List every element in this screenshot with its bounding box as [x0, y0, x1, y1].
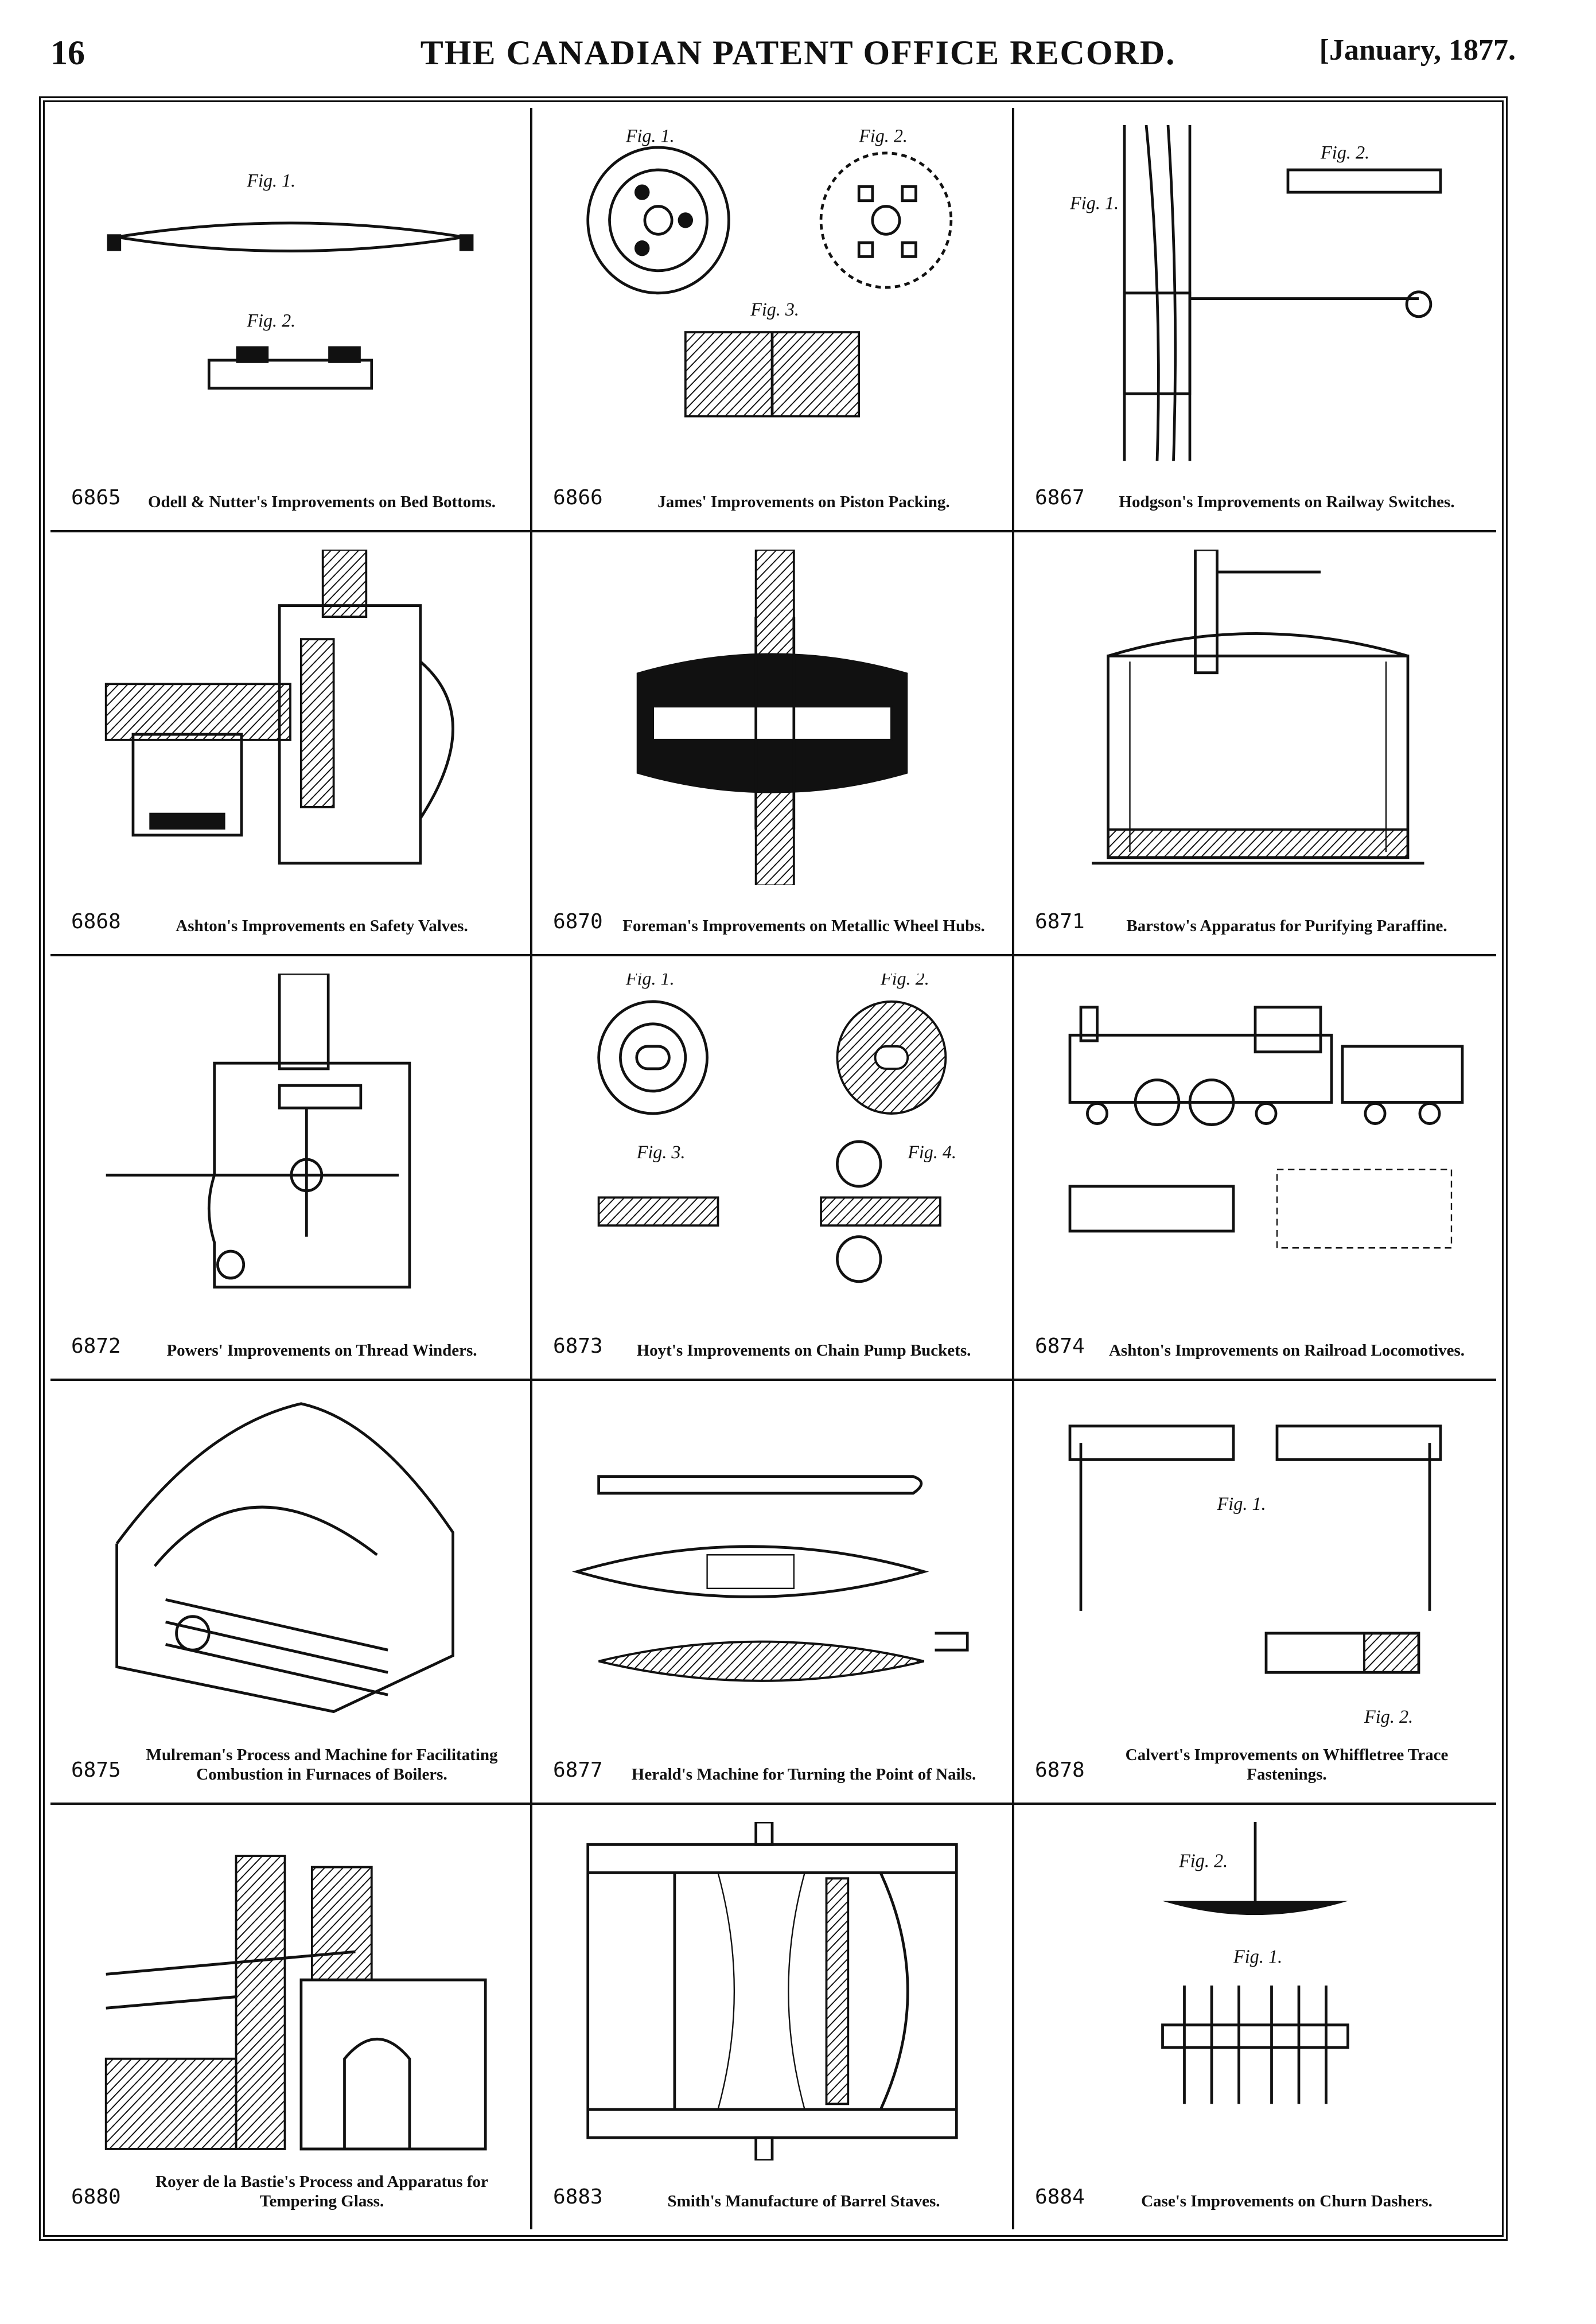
nail-machine-drawing: [555, 1398, 989, 1734]
patent-caption: 6877 Herald's Machine for Turning the Po…: [550, 1735, 995, 1790]
patent-caption: 6880 Royer de la Bastie's Process and Ap…: [68, 2162, 513, 2217]
patent-cell-6868: 6868 Ashton's Improvements en Safety Val…: [50, 532, 532, 957]
patent-title: Mulreman's Process and Machine for Facil…: [146, 1746, 498, 1784]
patent-cell-6875: 6875 Mulreman's Process and Machine for …: [50, 1380, 532, 1805]
patent-caption: 6870 Foreman's Improvements on Metallic …: [550, 886, 995, 941]
patent-cell-6877: 6877 Herald's Machine for Turning the Po…: [532, 1380, 1014, 1805]
patent-title: Ashton's Improvements on Railroad Locomo…: [1108, 1341, 1465, 1360]
patent-cell-6866: Fig. 1. Fig. 2. Fig. 3. 6866 James' Impr…: [532, 108, 1014, 532]
patent-number: 6877: [553, 1758, 603, 1782]
patent-number: 6873: [553, 1334, 603, 1358]
patent-cell-6880: 6880 Royer de la Bastie's Process and Ap…: [50, 1805, 532, 2229]
patent-number: 6870: [553, 910, 603, 934]
patent-caption: 6884 Case's Improvements on Churn Dasher…: [1031, 2162, 1479, 2217]
fig-label: Fig. 2.: [1320, 142, 1369, 163]
patent-number: 6880: [71, 2185, 121, 2209]
patent-plate-frame: Fig. 1. Fig. 2. 6865 Odell & Nutter's Im…: [39, 96, 1508, 2241]
patent-number: 6867: [1035, 485, 1085, 509]
fig-label: Fig. 1.: [246, 170, 295, 192]
patent-cell-6865: Fig. 1. Fig. 2. 6865 Odell & Nutter's Im…: [50, 108, 532, 532]
patent-cell-6883: 6883 Smith's Manufacture of Barrel Stave…: [532, 1805, 1014, 2229]
patent-caption: 6874 Ashton's Improvements on Railroad L…: [1031, 1311, 1479, 1366]
patent-title: Case's Improvements on Churn Dashers.: [1141, 2191, 1432, 2210]
paraffine-apparatus-drawing: [1037, 548, 1473, 886]
piston-packing-drawing: Fig. 1. Fig. 2. Fig. 3.: [555, 125, 989, 461]
patent-cell-6873: Fig. 1. Fig. 2. Fig. 3. Fig. 4. 6873: [532, 956, 1014, 1381]
patent-title: James' Improvements on Piston Packing.: [657, 492, 950, 511]
fig-label: Fig. 3.: [750, 299, 799, 320]
patent-title: Herald's Machine for Turning the Point o…: [631, 1765, 976, 1784]
patent-number: 6865: [71, 485, 121, 509]
patent-title: Royer de la Bastie's Process and Apparat…: [155, 2172, 488, 2210]
patent-caption: 6866 James' Improvements on Piston Packi…: [550, 462, 995, 517]
patent-cell-6872: 6872 Powers' Improvements on Thread Wind…: [50, 956, 532, 1381]
thread-winder-drawing: [73, 972, 507, 1310]
fig-label: Fig. 3.: [636, 1142, 686, 1163]
patent-caption: 6865 Odell & Nutter's Improvements on Be…: [68, 462, 513, 517]
page-number: 16: [50, 34, 85, 72]
fig-label: Fig. 1.: [1069, 193, 1119, 213]
patent-cell-6871: 6871 Barstow's Apparatus for Purifying P…: [1014, 532, 1496, 957]
patent-caption: 6868 Ashton's Improvements en Safety Val…: [68, 886, 513, 941]
glass-tempering-drawing: [73, 1822, 507, 2160]
fig-label: Fig. 2.: [858, 126, 908, 147]
fig-label: Fig. 2.: [880, 974, 929, 990]
patent-title: Hoyt's Improvements on Chain Pump Bucket…: [636, 1341, 971, 1360]
patent-number: 6872: [71, 1334, 121, 1358]
patent-cell-6870: 6870 Foreman's Improvements on Metallic …: [532, 532, 1014, 957]
patent-caption: 6867 Hodgson's Improvements on Railway S…: [1031, 462, 1479, 517]
patent-number: 6871: [1035, 910, 1085, 934]
patent-caption: 6871 Barstow's Apparatus for Purifying P…: [1031, 886, 1479, 941]
fig-label: Fig. 1.: [1217, 1494, 1266, 1515]
patent-title: Calvert's Improvements on Whiffletree Tr…: [1125, 1746, 1449, 1784]
patent-caption: 6872 Powers' Improvements on Thread Wind…: [68, 1311, 513, 1366]
furnace-drawing: [73, 1398, 507, 1734]
patent-cell-6878: Fig. 1. Fig. 2. 6878 Calvert's Improveme…: [1014, 1381, 1496, 1805]
patent-number: 6878: [1035, 1758, 1085, 1782]
fig-label: Fig. 1.: [1233, 1947, 1282, 1968]
patent-caption: 6873 Hoyt's Improvements on Chain Pump B…: [550, 1311, 995, 1366]
patent-cell-6884: Fig. 2. Fig. 1. 6884 Case's Improvements…: [1014, 1805, 1496, 2229]
churn-dasher-drawing: Fig. 2. Fig. 1.: [1037, 1822, 1473, 2160]
fig-label: Fig. 1.: [625, 974, 675, 990]
patent-number: 6883: [553, 2185, 603, 2209]
patent-title: Odell & Nutter's Improvements on Bed Bot…: [147, 492, 496, 511]
patent-caption: 6875 Mulreman's Process and Machine for …: [68, 1735, 513, 1790]
patent-caption: 6883 Smith's Manufacture of Barrel Stave…: [550, 2162, 995, 2217]
patent-number: 6875: [71, 1758, 121, 1782]
patent-caption: 6878 Calvert's Improvements on Whiffletr…: [1031, 1735, 1479, 1790]
fig-label: Fig. 2.: [1178, 1851, 1228, 1873]
fig-label: Fig. 4.: [907, 1142, 956, 1163]
patent-title: Hodgson's Improvements on Railway Switch…: [1119, 492, 1455, 511]
patent-title: Powers' Improvements on Thread Winders.: [166, 1341, 477, 1360]
publication-title: THE CANADIAN PATENT OFFICE RECORD.: [420, 34, 1176, 72]
pump-bucket-drawing: Fig. 1. Fig. 2. Fig. 3. Fig. 4.: [555, 968, 989, 1310]
patent-cell-6874: 6874 Ashton's Improvements on Railroad L…: [1014, 956, 1496, 1381]
patent-title: Smith's Manufacture of Barrel Staves.: [667, 2191, 940, 2210]
patent-number: 6866: [553, 485, 603, 509]
patent-grid: Fig. 1. Fig. 2. 6865 Odell & Nutter's Im…: [50, 108, 1496, 2229]
patent-cell-6867: Fig. 1. Fig. 2. 6867 Hodgson's Improveme…: [1014, 108, 1496, 532]
patent-title: Foreman's Improvements on Metallic Wheel…: [622, 917, 985, 936]
fig-label: Fig. 1.: [625, 126, 675, 147]
locomotive-drawing: [1037, 974, 1473, 1310]
patent-title: Barstow's Apparatus for Purifying Paraff…: [1126, 917, 1447, 936]
whiffletree-drawing: Fig. 1. Fig. 2.: [1037, 1398, 1473, 1734]
bed-bottom-drawing: Fig. 1. Fig. 2.: [73, 125, 507, 461]
fig-label: Fig. 2.: [246, 310, 295, 332]
patent-title: Ashton's Improvements en Safety Valves.: [176, 917, 468, 936]
patent-number: 6868: [71, 910, 121, 934]
wheel-hub-drawing: [555, 548, 989, 887]
railway-switch-drawing: Fig. 1. Fig. 2.: [1037, 124, 1473, 461]
issue-date: [January, 1877.: [1319, 34, 1516, 67]
page-header: 16 THE CANADIAN PATENT OFFICE RECORD. [J…: [0, 0, 1596, 92]
safety-valve-drawing: [73, 548, 507, 886]
patent-number: 6884: [1035, 2185, 1085, 2209]
patent-number: 6874: [1035, 1334, 1085, 1358]
fig-label: Fig. 2.: [1364, 1706, 1413, 1727]
barrel-stave-drawing: [555, 1820, 989, 2162]
